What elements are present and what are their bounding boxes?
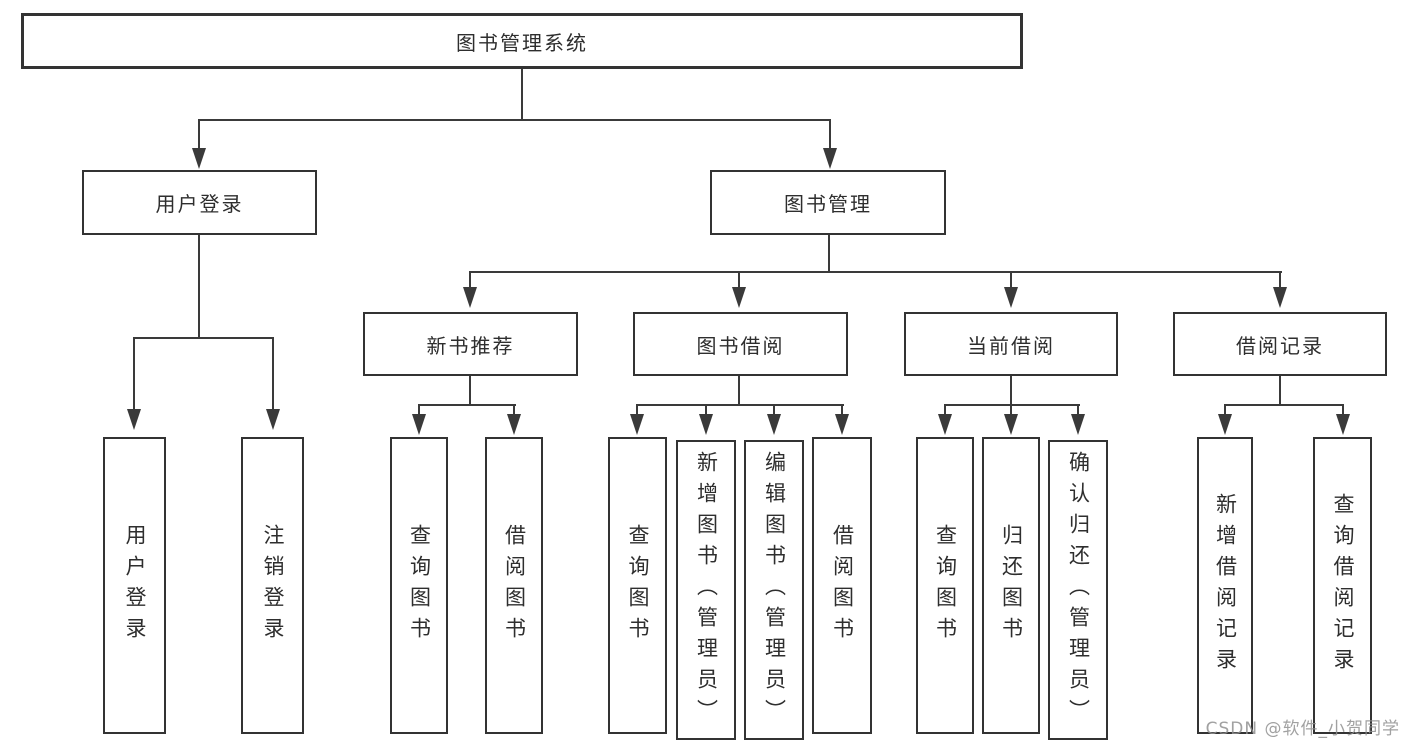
leaf-label: 借阅图书 [830, 523, 855, 648]
connector-line [1224, 404, 1226, 416]
arrowhead-down-icon [938, 414, 952, 435]
leaf-label: 查询图书 [626, 523, 650, 648]
arrowhead-down-icon [1336, 414, 1350, 435]
arrowhead-down-icon [767, 414, 781, 435]
connector-line [828, 235, 830, 272]
connector-line [418, 404, 516, 406]
leaf-label: 编辑图书（管理员） [762, 450, 787, 730]
connector-line [1279, 271, 1281, 289]
node-current-borrowing: 当前借阅 [904, 312, 1118, 376]
connector-line [133, 337, 135, 411]
connector-line [636, 404, 844, 406]
node-book-management: 图书管理 [710, 170, 946, 235]
connector-line [738, 376, 740, 405]
arrowhead-down-icon [192, 148, 206, 169]
node-new-book-recommend: 新书推荐 [363, 312, 578, 376]
arrowhead-down-icon [463, 287, 477, 308]
connector-line [773, 404, 775, 416]
leaf-logout: 注销登录 [241, 437, 304, 734]
arrowhead-down-icon [1004, 287, 1018, 308]
connector-line [513, 404, 515, 416]
connector-line [636, 404, 638, 416]
leaf-query-books-borrow: 查询图书 [608, 437, 667, 734]
connector-line [1077, 404, 1079, 416]
connector-line [944, 404, 1080, 406]
csdn-watermark: CSDN @软件_小贺同学 [1205, 719, 1400, 739]
arrowhead-down-icon [835, 414, 849, 435]
leaf-label: 用户登录 [123, 523, 147, 648]
connector-line [944, 404, 946, 416]
leaf-add-book-admin: 新增图书（管理员） [676, 440, 736, 740]
connector-line [133, 337, 274, 339]
leaf-label: 借阅图书 [502, 523, 527, 648]
connector-line [1010, 271, 1012, 289]
leaf-confirm-return-admin: 确认归还（管理员） [1048, 440, 1108, 740]
leaf-label: 查询借阅记录 [1331, 492, 1355, 679]
arrowhead-down-icon [1071, 414, 1085, 435]
leaf-borrow-books-recommend: 借阅图书 [485, 437, 543, 734]
connector-line [272, 337, 274, 411]
leaf-query-books-recommend: 查询图书 [390, 437, 448, 734]
arrowhead-down-icon [699, 414, 713, 435]
connector-line [469, 376, 471, 405]
node-root: 图书管理系统 [21, 13, 1023, 69]
arrowhead-down-icon [266, 409, 280, 430]
connector-line [1224, 404, 1344, 406]
leaf-label: 查询图书 [933, 523, 958, 648]
leaf-query-borrow-record: 查询借阅记录 [1313, 437, 1372, 734]
node-user-login: 用户登录 [82, 170, 317, 235]
arrowhead-down-icon [1273, 287, 1287, 308]
leaf-user-login: 用户登录 [103, 437, 166, 734]
arrowhead-down-icon [1218, 414, 1232, 435]
leaf-label: 归还图书 [999, 523, 1024, 648]
connector-line [469, 271, 1282, 273]
connector-line [469, 271, 471, 289]
arrowhead-down-icon [630, 414, 644, 435]
arrowhead-down-icon [823, 148, 837, 169]
arrowhead-down-icon [507, 414, 521, 435]
connector-line [1010, 404, 1012, 416]
leaf-add-borrow-record: 新增借阅记录 [1197, 437, 1253, 734]
leaf-query-books-current: 查询图书 [916, 437, 974, 734]
connector-line [1279, 376, 1281, 405]
leaf-edit-book-admin: 编辑图书（管理员） [744, 440, 804, 740]
connector-line [198, 119, 831, 121]
connector-line [1010, 376, 1012, 405]
leaf-label: 注销登录 [261, 523, 285, 648]
connector-line [705, 404, 707, 416]
connector-line [738, 271, 740, 289]
arrowhead-down-icon [1004, 414, 1018, 435]
connector-line [841, 404, 843, 416]
leaf-borrow-books: 借阅图书 [812, 437, 872, 734]
arrowhead-down-icon [412, 414, 426, 435]
leaf-label: 查询图书 [407, 523, 432, 648]
connector-line [829, 119, 831, 149]
leaf-label: 确认归还（管理员） [1066, 450, 1091, 730]
leaf-return-book: 归还图书 [982, 437, 1040, 734]
node-book-borrowing: 图书借阅 [633, 312, 848, 376]
connector-line [198, 119, 200, 149]
connector-line [418, 404, 420, 416]
arrowhead-down-icon [732, 287, 746, 308]
leaf-label: 新增借阅记录 [1213, 492, 1238, 679]
arrowhead-down-icon [127, 409, 141, 430]
connector-line [1342, 404, 1344, 416]
node-borrowing-records: 借阅记录 [1173, 312, 1387, 376]
leaf-label: 新增图书（管理员） [694, 450, 719, 730]
connector-line [198, 235, 200, 337]
connector-line [521, 69, 523, 119]
